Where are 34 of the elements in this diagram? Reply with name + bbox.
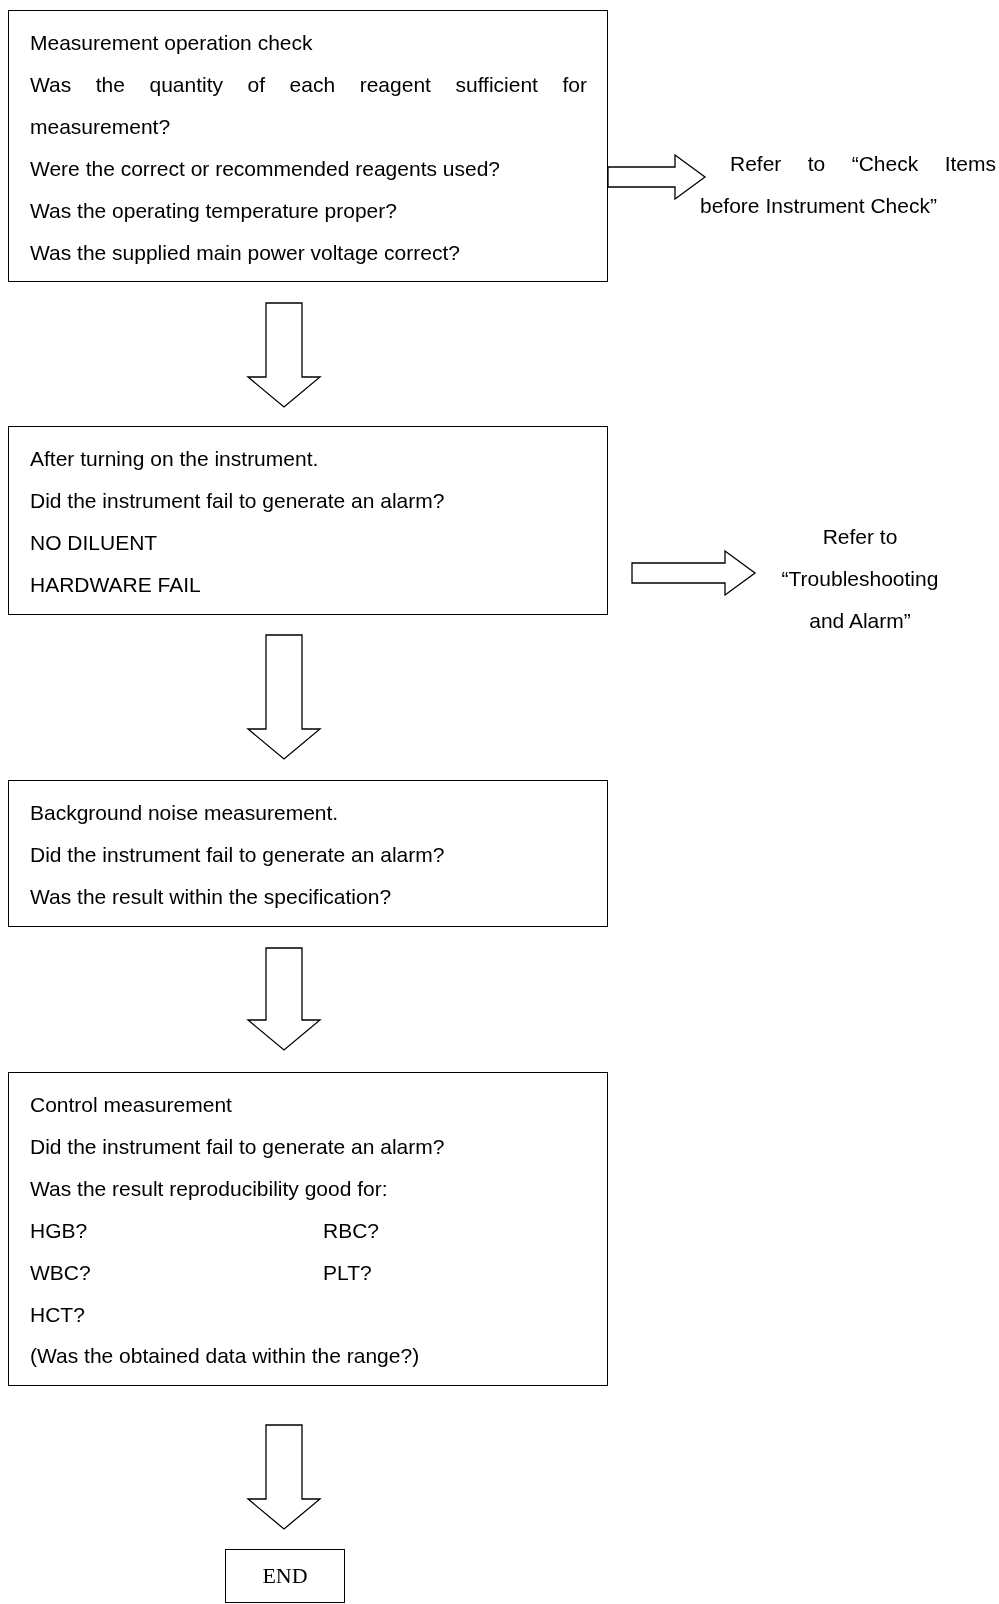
step-text: HGB? — [30, 1217, 89, 1244]
process-box — [8, 426, 608, 615]
process-box — [8, 780, 608, 927]
end-box: END — [225, 1549, 345, 1603]
step-text: Was the quantity of each reagent sufficient for measurement? — [30, 71, 587, 140]
block-arrow — [246, 302, 322, 408]
step-text: WBC? — [30, 1259, 92, 1286]
step-text: Was the result within the specification? — [30, 883, 393, 910]
step-text: RBC? — [323, 1217, 381, 1244]
step-text: Did the instrument fail to generate an alarm? — [30, 841, 446, 868]
step-text: Measurement operation check — [30, 30, 314, 56]
step-text: After turning on the instrument. — [30, 446, 320, 472]
process-box — [8, 1072, 608, 1387]
step-text: Was the supplied main power voltage correct? — [30, 239, 461, 266]
block-arrow — [607, 153, 707, 201]
reference-note: Refer to “Troubleshooting and Alarm” — [780, 524, 940, 634]
reference-note: Refer to “Check Items before Instrument Check” — [700, 151, 996, 219]
process-box — [8, 10, 608, 283]
block-arrow — [631, 549, 757, 597]
step-text: Background noise measurement. — [30, 800, 340, 826]
step-text: HARDWARE FAIL — [30, 571, 202, 598]
step-text: Was the result reproducibility good for: — [30, 1175, 389, 1202]
block-arrow — [246, 634, 322, 760]
step-text: Control measurement — [30, 1092, 233, 1118]
step-text: Did the instrument fail to generate an alarm? — [30, 487, 446, 514]
block-arrow — [246, 1424, 322, 1530]
step-text: NO DILUENT — [30, 529, 159, 556]
step-text: Was the operating temperature proper? — [30, 197, 398, 224]
block-arrow — [246, 947, 322, 1051]
step-text: Did the instrument fail to generate an alarm? — [30, 1133, 446, 1160]
step-text: Were the correct or recommended reagents used? — [30, 155, 502, 182]
step-text: (Was the obtained data within the range?) — [30, 1343, 421, 1370]
step-text: PLT? — [323, 1259, 373, 1286]
step-text: HCT? — [30, 1301, 86, 1328]
